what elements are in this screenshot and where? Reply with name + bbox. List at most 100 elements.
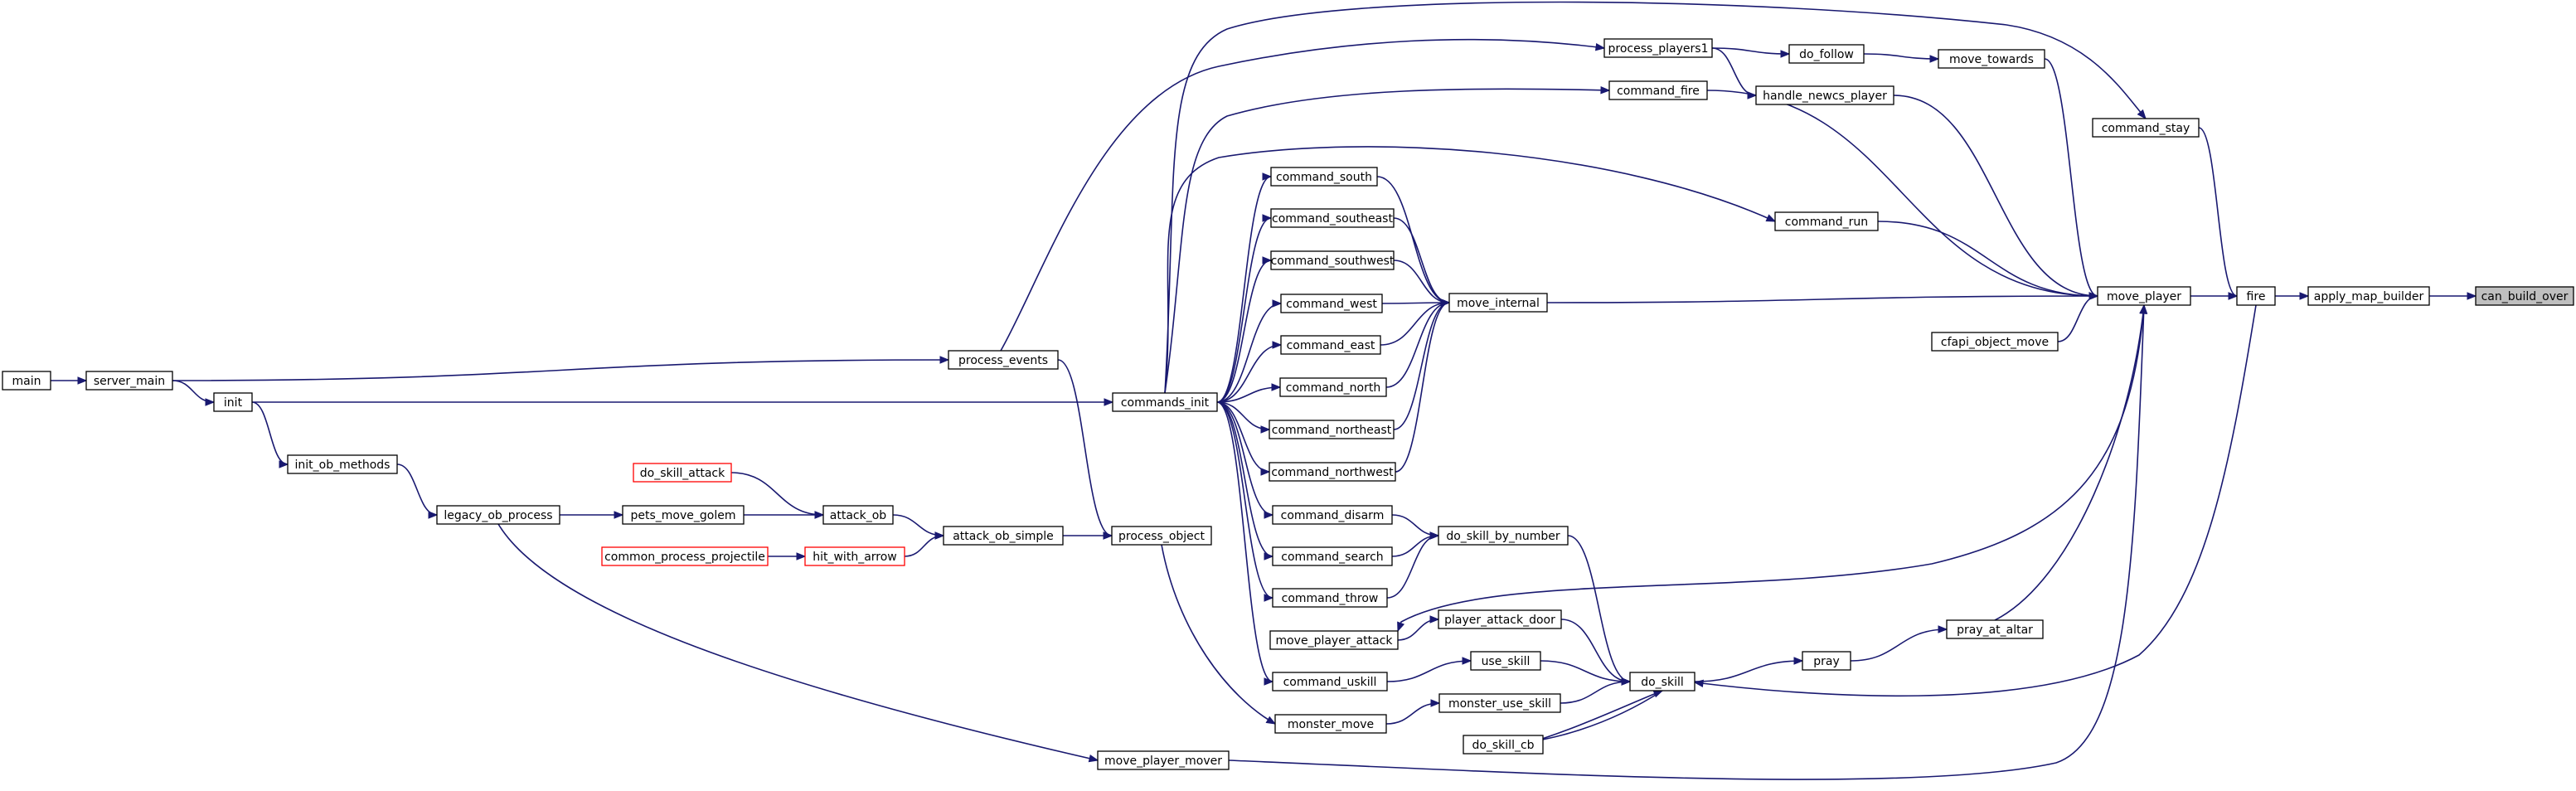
node-monster_use_skill[interactable]: monster_use_skill: [1438, 693, 1561, 713]
edge-pray-to-pray_at_altar: [1850, 625, 1948, 662]
node-server_main[interactable]: server_main: [85, 371, 173, 391]
node-do_follow[interactable]: do_follow: [1788, 44, 1865, 64]
edge-line: [1393, 302, 1450, 430]
node-move_internal[interactable]: move_internal: [1448, 293, 1548, 313]
edge-handle_newcs_player-to-move_player: [1893, 95, 2099, 300]
node-command_fire[interactable]: command_fire: [1608, 80, 1708, 100]
edge-commands_init-to-command_northeast: [1216, 401, 1271, 434]
node-main[interactable]: main: [2, 371, 51, 391]
node-process_players1[interactable]: process_players1: [1603, 38, 1713, 58]
node-attack_ob_simple[interactable]: attack_ob_simple: [943, 526, 1064, 546]
arrowhead-icon: [1272, 299, 1283, 308]
node-attack_ob[interactable]: attack_ob: [822, 505, 894, 525]
node-command_northwest[interactable]: command_northwest: [1269, 462, 1396, 482]
node-box: [948, 350, 1059, 370]
edge-line: [1164, 146, 1776, 394]
node-handle_newcs_player[interactable]: handle_newcs_player: [1755, 85, 1894, 105]
node-do_skill_cb[interactable]: do_skill_cb: [1463, 735, 1544, 755]
edge-line: [1567, 535, 1631, 682]
node-box: [1438, 526, 1569, 546]
node-command_disarm[interactable]: command_disarm: [1272, 505, 1393, 525]
node-label: command_stay: [2102, 122, 2190, 135]
node-process_object[interactable]: process_object: [1111, 526, 1212, 546]
node-pray_at_altar[interactable]: pray_at_altar: [1946, 619, 2044, 639]
node-command_southwest[interactable]: command_southwest: [1270, 250, 1395, 270]
node-init_ob_methods[interactable]: init_ob_methods: [287, 454, 398, 474]
edge-server_main-to-process_events: [172, 356, 950, 381]
node-legacy_ob_process[interactable]: legacy_ob_process: [436, 505, 560, 525]
node-box: [1270, 250, 1395, 270]
node-process_events[interactable]: process_events: [948, 350, 1059, 370]
node-pray[interactable]: pray: [1802, 651, 1851, 671]
node-monster_move[interactable]: monster_move: [1274, 714, 1387, 734]
node-command_northeast[interactable]: command_northeast: [1269, 420, 1395, 439]
edge-line: [1057, 359, 1113, 536]
node-use_skill[interactable]: use_skill: [1470, 651, 1541, 671]
edge-attack_ob-to-attack_ob_simple: [892, 514, 945, 540]
node-common_process_projectile[interactable]: common_process_projectile: [601, 546, 769, 566]
edge-line: [2044, 58, 2098, 297]
arrowhead-icon: [1088, 755, 1099, 763]
node-do_skill_attack[interactable]: do_skill_attack: [633, 463, 732, 483]
node-box: [1629, 672, 1696, 692]
node-player_attack_door[interactable]: player_attack_door: [1438, 609, 1562, 629]
node-command_uskill[interactable]: command_uskill: [1272, 672, 1388, 692]
node-move_player_attack[interactable]: move_player_attack: [1269, 630, 1399, 650]
node-box: [633, 463, 732, 483]
node-apply_map_builder[interactable]: apply_map_builder: [2307, 286, 2430, 306]
arrowhead-icon: [1430, 699, 1441, 707]
node-hit_with_arrow[interactable]: hit_with_arrow: [804, 546, 905, 566]
node-label: do_follow: [1799, 48, 1854, 61]
arrowhead-icon: [1104, 398, 1114, 406]
node-command_north[interactable]: command_north: [1279, 377, 1387, 397]
node-label: process_object: [1118, 530, 1205, 543]
edge-commands_init-to-command_northwest: [1216, 401, 1271, 476]
arrowhead-icon: [1103, 531, 1113, 540]
node-label: pray_at_altar: [1957, 624, 2033, 637]
node-can_build_over[interactable]: can_build_over: [2475, 286, 2574, 306]
node-init[interactable]: init: [213, 392, 253, 412]
node-move_towards[interactable]: move_towards: [1938, 49, 2045, 69]
node-label: move_player_mover: [1104, 755, 1222, 768]
edge-line: [1216, 303, 1282, 403]
node-command_south[interactable]: command_south: [1270, 167, 1378, 187]
node-command_stay[interactable]: command_stay: [2092, 118, 2200, 138]
edge-line: [1000, 38, 1605, 352]
node-command_search[interactable]: command_search: [1272, 546, 1393, 566]
arrowhead-icon: [1793, 657, 1804, 665]
node-do_skill[interactable]: do_skill: [1629, 672, 1696, 692]
arrowhead-icon: [934, 531, 945, 540]
node-command_throw[interactable]: command_throw: [1272, 588, 1388, 608]
edge-line: [1228, 304, 2145, 780]
edge-line: [1216, 260, 1272, 403]
edge-line: [2198, 127, 2238, 297]
node-box: [1938, 49, 2045, 69]
node-move_player_mover[interactable]: move_player_mover: [1097, 750, 1230, 770]
edge-line: [1164, 1, 2147, 394]
node-label: command_throw: [1282, 592, 1379, 605]
edge-line: [1560, 619, 1631, 682]
node-commands_init[interactable]: commands_init: [1112, 392, 1218, 412]
edge-process_events-to-process_players1: [1000, 38, 1606, 352]
edge-line: [1863, 53, 1939, 60]
edge-line: [1711, 47, 1790, 55]
node-move_player[interactable]: move_player: [2097, 286, 2191, 306]
node-command_east[interactable]: command_east: [1280, 335, 1381, 355]
node-command_southeast[interactable]: command_southeast: [1270, 208, 1395, 228]
edge-do_skill-to-pray: [1694, 657, 1804, 682]
node-command_run[interactable]: command_run: [1774, 211, 1879, 231]
node-cfapi_object_move[interactable]: cfapi_object_move: [1931, 332, 2059, 352]
edge-init-to-init_ob_methods: [251, 401, 289, 468]
edge-pray_at_altar-to-move_player: [1994, 303, 2147, 621]
node-pets_move_golem[interactable]: pets_move_golem: [622, 505, 745, 525]
arrowhead-icon: [1780, 50, 1791, 58]
arrowhead-icon: [1600, 86, 1611, 95]
node-do_skill_by_number[interactable]: do_skill_by_number: [1438, 526, 1569, 546]
node-command_west[interactable]: command_west: [1280, 294, 1383, 313]
node-fire[interactable]: fire: [2236, 286, 2276, 306]
arrowhead-icon: [1264, 594, 1274, 602]
arrowhead-icon: [1262, 172, 1273, 181]
arrowhead-icon: [1271, 383, 1282, 391]
edge-commands_init-to-command_north: [1216, 383, 1282, 403]
